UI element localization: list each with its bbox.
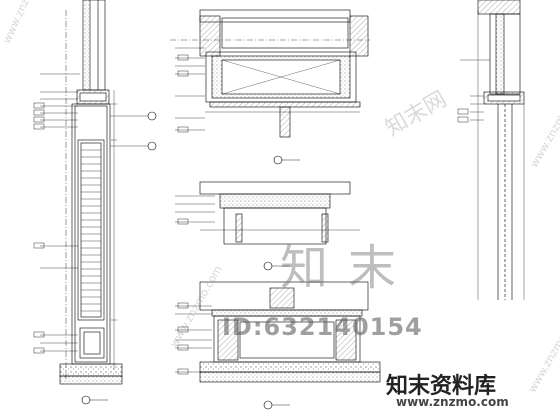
middle-mid-section <box>175 181 360 271</box>
middle-bottom-section <box>175 281 381 410</box>
middle-top-section <box>170 9 370 165</box>
left-section <box>33 0 157 405</box>
right-section <box>457 0 525 300</box>
